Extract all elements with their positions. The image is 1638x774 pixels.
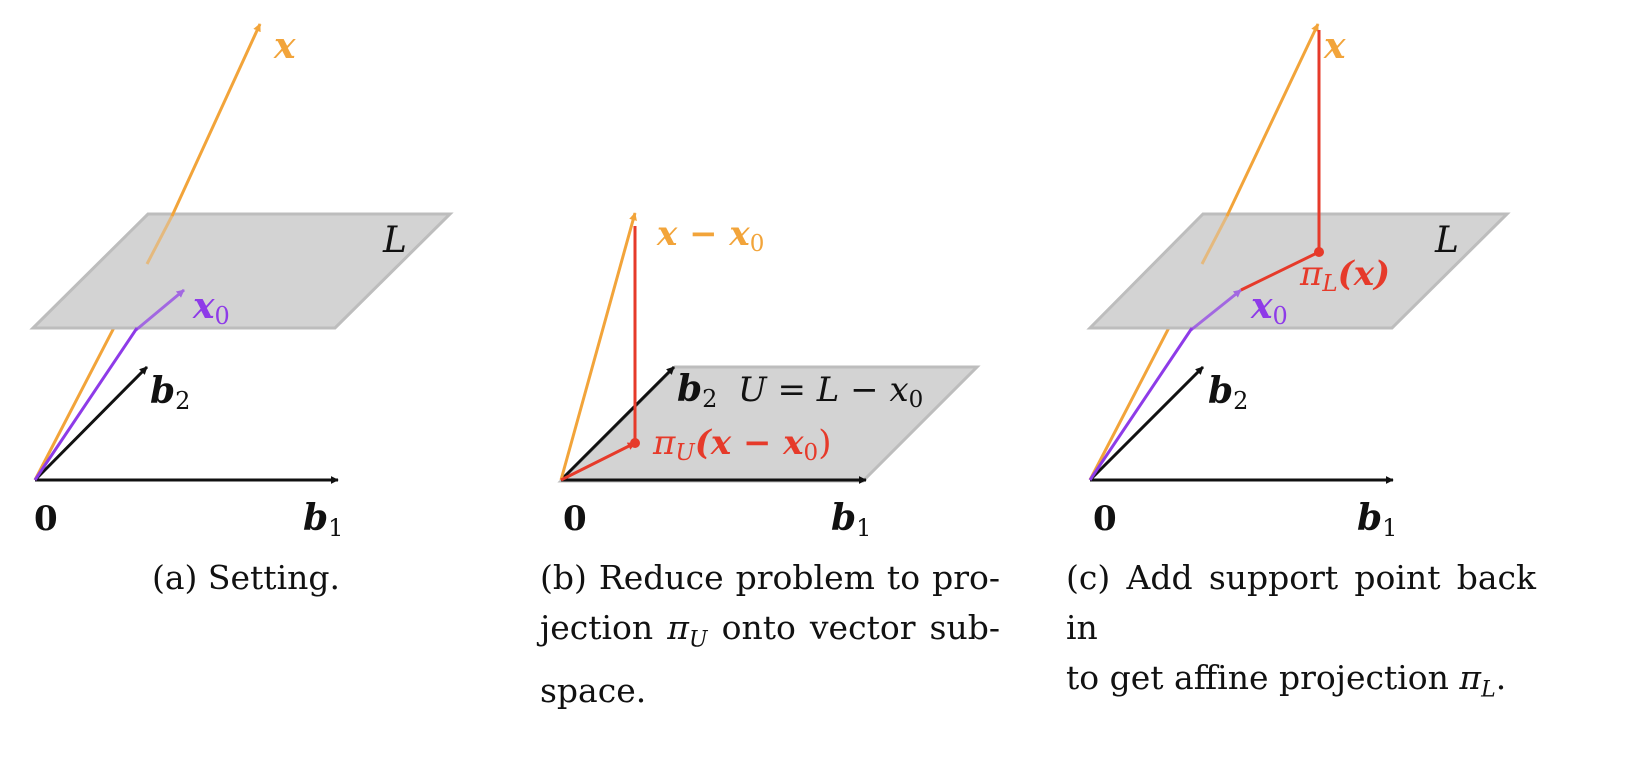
b2-label: b2 bbox=[150, 370, 190, 415]
panel-a: 0 b1 b2 x x0 L bbox=[29, 23, 454, 542]
diff-vector bbox=[559, 212, 637, 481]
panel-b: 0 b1 b2 x − x0 U = L − x0 πU(x − x0) bbox=[557, 212, 981, 542]
x0-vector-lower bbox=[1088, 327, 1194, 481]
proj-U-vector bbox=[560, 441, 636, 482]
origin-label: 0 bbox=[1093, 499, 1117, 539]
x-vector-through-plane bbox=[145, 213, 175, 265]
x-vector bbox=[1225, 23, 1320, 217]
b1-label: b1 bbox=[831, 497, 871, 542]
b2-vector bbox=[1088, 365, 1205, 482]
proj-U-point bbox=[630, 438, 640, 448]
panel-c: 0 b1 b2 x x0 L πL(x) bbox=[1086, 23, 1511, 542]
caption-b-line-1: (b) Reduce problem to pro- bbox=[540, 558, 1000, 597]
b1-label: b1 bbox=[303, 497, 343, 542]
x-label: x bbox=[273, 25, 296, 67]
diff-label: x − x0 bbox=[656, 214, 764, 257]
caption-b: (b) Reduce problem to pro- jection πU on… bbox=[540, 553, 1000, 716]
b1-label: b1 bbox=[1357, 497, 1397, 542]
b2-vector bbox=[33, 365, 149, 482]
plane-label: U = L − x0 bbox=[738, 370, 923, 413]
proj-L-label: πL(x) bbox=[1299, 254, 1390, 297]
caption-b-line-3: space. bbox=[540, 670, 647, 710]
proj-L-point bbox=[1314, 247, 1324, 257]
caption-a: (a) Setting. bbox=[152, 558, 340, 597]
plane-L bbox=[1086, 212, 1511, 330]
caption-c: (c) Add support point back in to get aff… bbox=[1066, 553, 1536, 716]
x-label: x bbox=[1323, 25, 1346, 67]
x0-vector bbox=[135, 288, 185, 332]
x0-label: x0 bbox=[192, 285, 230, 330]
x0-vector-lower bbox=[33, 327, 139, 481]
x0-vector bbox=[1190, 288, 1242, 332]
b2-label: b2 bbox=[677, 368, 717, 413]
origin-label: 0 bbox=[563, 499, 587, 539]
plane-label: L bbox=[382, 220, 407, 261]
caption-b-line-2: jection πU onto vector sub- bbox=[540, 608, 1001, 653]
caption-c-line-1: (c) Add support point back in bbox=[1066, 558, 1536, 647]
origin-label: 0 bbox=[34, 499, 58, 539]
plane-label: L bbox=[1434, 220, 1459, 261]
b2-vector bbox=[559, 365, 676, 482]
plane-L bbox=[29, 212, 454, 330]
x0-label: x0 bbox=[1250, 285, 1288, 330]
x-vector-through-plane bbox=[1200, 213, 1230, 265]
b2-label: b2 bbox=[1208, 370, 1248, 415]
proj-U-label: πU(x − x0) bbox=[652, 423, 831, 466]
x-vector bbox=[170, 23, 262, 217]
caption-c-line-2: to get affine projection πL. bbox=[1066, 658, 1507, 703]
proj-L-segment bbox=[1240, 250, 1320, 292]
